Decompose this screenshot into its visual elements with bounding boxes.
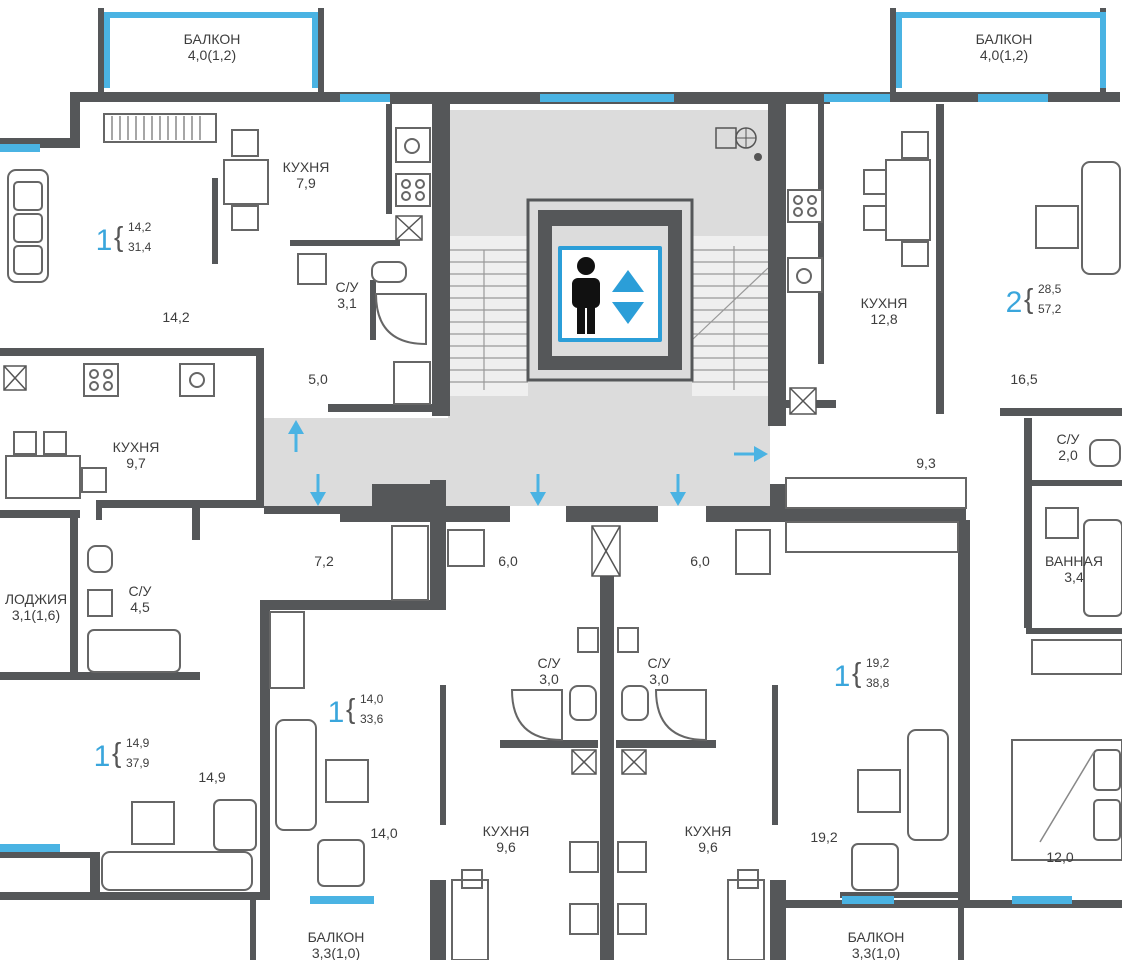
room-area: 3,1 <box>337 295 357 311</box>
room-title: С/У <box>648 655 671 671</box>
room-area: 3,4 <box>1064 569 1084 585</box>
room-title: С/У <box>1057 431 1080 447</box>
area-value: 9,3 <box>916 455 936 471</box>
bed-icon <box>1011 739 1122 861</box>
room-title: КУХНЯ <box>861 295 908 311</box>
apartment-total-area: 37,9 <box>126 756 150 770</box>
room-area: 9,7 <box>126 455 146 471</box>
apartment-rooms: 1 <box>96 224 113 257</box>
apartment-total-area: 33,6 <box>360 712 384 726</box>
elevator-up-down-icon <box>612 270 644 324</box>
area-value: 6,0 <box>690 553 710 569</box>
sofa-icon <box>7 161 1121 891</box>
room-area: 2,0 <box>1058 447 1078 463</box>
room-area: 4,0(1,2) <box>980 47 1028 63</box>
room-title: БАЛКОН <box>976 31 1033 47</box>
closet-hatch <box>103 113 1122 689</box>
apartment-rooms: 1 <box>328 696 345 729</box>
area-labels: 14,2 5,0 16,5 9,3 7,2 6,0 6,0 14,9 14,0 … <box>162 309 1073 865</box>
toilet-icon <box>87 261 1121 721</box>
area-value: 5,0 <box>308 371 328 387</box>
room-title: КУХНЯ <box>283 159 330 175</box>
room-title: С/У <box>538 655 561 671</box>
room-area: 3,3(1,0) <box>312 945 360 960</box>
area-value: 6,0 <box>498 553 518 569</box>
room-title: ВАННАЯ <box>1045 553 1103 569</box>
apartment-marker: 1 { 14,9 37,9 <box>94 736 150 773</box>
appliance-cross-icon <box>3 215 817 775</box>
area-value: 14,2 <box>162 309 189 325</box>
room-title: КУХНЯ <box>685 823 732 839</box>
svg-text:{: { <box>112 737 121 768</box>
room-area: 3,0 <box>649 671 669 687</box>
shower-icon <box>374 293 707 742</box>
apartment-rooms: 1 <box>834 660 851 693</box>
table-icon <box>5 129 1079 960</box>
area-value: 14,9 <box>198 769 225 785</box>
room-title: С/У <box>129 583 152 599</box>
room-title: КУХНЯ <box>483 823 530 839</box>
apartment-living-area: 28,5 <box>1038 282 1062 296</box>
apartment-living-area: 14,2 <box>128 220 152 234</box>
svg-text:{: { <box>1024 283 1033 314</box>
room-labels: БАЛКОН 4,0(1,2) БАЛКОН 4,0(1,2) КУХНЯ 7,… <box>5 31 1103 960</box>
area-value: 14,0 <box>370 825 397 841</box>
room-area: 12,8 <box>870 311 897 327</box>
apartment-total-area: 38,8 <box>866 676 890 690</box>
corridor-arrows <box>288 420 768 506</box>
room-title: С/У <box>336 279 359 295</box>
room-title: КУХНЯ <box>113 439 160 455</box>
room-area: 7,9 <box>296 175 316 191</box>
utility-box-icon <box>715 127 762 161</box>
area-value: 12,0 <box>1046 849 1073 865</box>
sink-icon <box>87 127 1079 873</box>
apartment-marker: 1 { 14,2 31,4 <box>96 220 152 257</box>
apartment-rooms: 2 <box>1006 286 1023 319</box>
room-title: БАЛКОН <box>308 929 365 945</box>
apartment-rooms: 1 <box>94 740 111 773</box>
elevator-person-icon <box>572 257 600 334</box>
room-area: 4,5 <box>130 599 150 615</box>
area-value: 7,2 <box>314 553 334 569</box>
apartment-marker: 1 { 14,0 33,6 <box>328 692 384 729</box>
apartment-living-area: 14,0 <box>360 692 384 706</box>
room-area: 9,6 <box>698 839 718 855</box>
stair-left <box>450 236 528 396</box>
svg-text:{: { <box>114 221 123 252</box>
apartment-total-area: 57,2 <box>1038 302 1062 316</box>
room-area: 9,6 <box>496 839 516 855</box>
room-area: 3,0 <box>539 671 559 687</box>
apartment-living-area: 19,2 <box>866 656 890 670</box>
room-title: БАЛКОН <box>848 929 905 945</box>
windows <box>0 12 1106 904</box>
apartment-marker: 1 { 19,2 38,8 <box>834 656 890 693</box>
apartment-marker: 2 { 28,5 57,2 <box>1006 282 1062 319</box>
stove-icon <box>83 173 823 935</box>
room-area: 4,0(1,2) <box>188 47 236 63</box>
elevator-shaft <box>526 198 694 382</box>
stair-right <box>691 236 769 396</box>
area-value: 19,2 <box>810 829 837 845</box>
apartment-living-area: 14,9 <box>126 736 150 750</box>
room-area: 3,3(1,0) <box>852 945 900 960</box>
room-title: ЛОДЖИЯ <box>5 591 67 607</box>
bathtub-icon <box>87 519 1122 673</box>
room-title: БАЛКОН <box>184 31 241 47</box>
area-value: 16,5 <box>1010 371 1037 387</box>
svg-text:{: { <box>852 657 861 688</box>
apartment-total-area: 31,4 <box>128 240 152 254</box>
svg-text:{: { <box>346 693 355 724</box>
room-area: 3,1(1,6) <box>12 607 60 623</box>
